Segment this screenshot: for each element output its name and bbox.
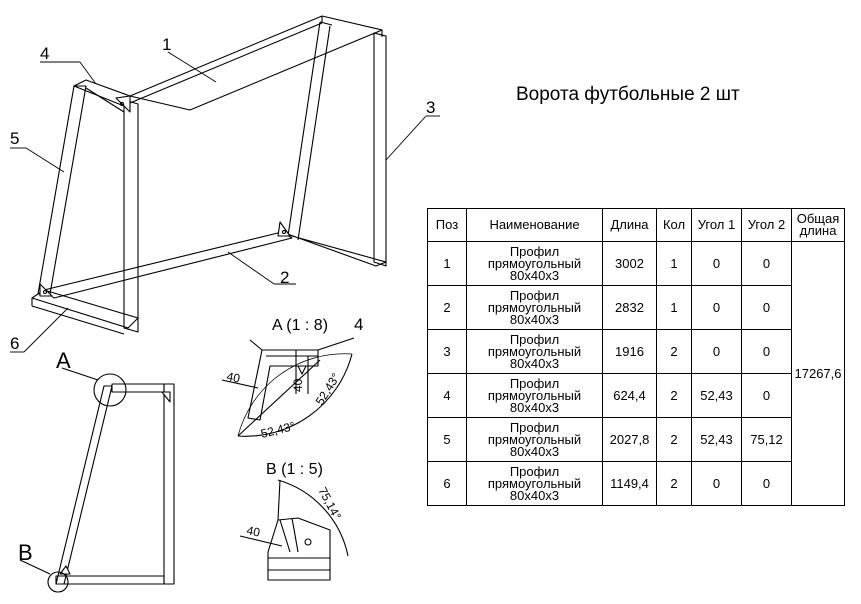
gusset-bottom-right <box>277 221 291 237</box>
gusset-bottom-left <box>39 283 53 297</box>
detail-b-header: B (1 : 5) <box>266 461 323 478</box>
header-angle-2: Угол 2 <box>741 208 792 242</box>
detail-a-part-number: 4 <box>354 315 363 334</box>
cell-name: Профил прямоугольный 80х40х3 <box>466 285 603 330</box>
cell-qty: 2 <box>656 417 692 462</box>
header-qty: Кол <box>656 208 692 242</box>
cell-angle-1: 52,43 <box>691 373 742 418</box>
parts-table: Поз Наименование Длина Кол Угол 1 Угол 2… <box>427 208 845 506</box>
crossbar-part-1 <box>129 15 383 111</box>
diagonal-leg-part-5-left <box>37 85 87 295</box>
detail-b-marker: B <box>18 540 33 565</box>
cell-angle-2: 0 <box>741 461 792 506</box>
detail-b-dim-width: 40 <box>245 523 261 540</box>
callout-2: 2 <box>280 268 289 287</box>
table-row: 3 Профил прямоугольный 80х40х3 1916 2 0 … <box>427 329 845 374</box>
cell-name: Профил прямоугольный 80х40х3 <box>466 461 603 506</box>
cell-qty: 1 <box>656 241 692 286</box>
cell-pos: 2 <box>427 285 467 330</box>
cell-qty: 2 <box>656 461 692 506</box>
cell-angle-2: 0 <box>741 373 792 418</box>
base-side-part-6-right <box>281 231 387 267</box>
cell-angle-2: 0 <box>741 241 792 286</box>
bottom-bar-part-2 <box>43 231 293 299</box>
goal-frame-isometric <box>31 15 387 335</box>
callout-5: 5 <box>10 129 19 148</box>
cell-pos: 1 <box>427 241 467 286</box>
cell-qty: 2 <box>656 329 692 374</box>
callout-leaders <box>10 51 440 353</box>
callout-3: 3 <box>426 98 435 117</box>
callout-6: 6 <box>10 334 19 353</box>
detail-a-marker-circle <box>93 373 127 407</box>
table-header-row: Поз Наименование Длина Кол Угол 1 Угол 2… <box>427 208 845 242</box>
cell-angle-1: 0 <box>691 329 742 374</box>
side-diagonal <box>55 385 113 585</box>
detail-b-profile <box>267 517 331 581</box>
table-row: 1 Профил прямоугольный 80х40х3 3002 1 0 … <box>427 241 845 506</box>
header-total-length: Общая длина <box>791 208 845 242</box>
detail-b-marker-circle <box>47 571 69 593</box>
detail-a-dim-height: 40 <box>291 378 305 392</box>
cell-pos: 4 <box>427 373 467 418</box>
front-post-left-part-3 <box>123 99 139 333</box>
side-top <box>111 383 165 393</box>
cell-qty: 1 <box>656 285 692 330</box>
table-row: 4 Профил прямоугольный 80х40х3 624,4 2 5… <box>427 373 845 418</box>
header-pos: Поз <box>427 208 467 242</box>
header-angle-1: Угол 1 <box>691 208 742 242</box>
callout-1: 1 <box>162 35 171 54</box>
table-row: 2 Профил прямоугольный 80х40х3 2832 1 0 … <box>427 285 845 330</box>
cell-pos: 3 <box>427 329 467 374</box>
detail-a <box>221 337 355 437</box>
side-post <box>163 383 175 585</box>
callout-labels: 1 2 3 4 5 6 <box>10 35 435 353</box>
drawing-title: Ворота футбольные 2 шт <box>516 84 740 105</box>
detail-a-marker: A <box>56 348 71 373</box>
callout-4: 4 <box>40 44 49 63</box>
cell-length: 624,4 <box>602 373 657 418</box>
cell-angle-1: 0 <box>691 461 742 506</box>
detail-a-angle-1: 52,43° <box>313 370 343 407</box>
cell-total-length: 17267,6 <box>791 241 845 506</box>
detail-a-header: A (1 : 8) <box>272 317 328 334</box>
front-post-right-part-3 <box>373 32 387 267</box>
cell-length: 2832 <box>602 285 657 330</box>
header-length: Длина <box>602 208 657 242</box>
cell-pos: 6 <box>427 461 467 506</box>
cell-angle-2: 0 <box>741 285 792 330</box>
side-base <box>55 575 165 585</box>
cell-length: 1916 <box>602 329 657 374</box>
header-name: Наименование <box>466 208 603 242</box>
cell-name: Профил прямоугольный 80х40х3 <box>466 329 603 374</box>
cell-length: 1149,4 <box>602 461 657 506</box>
cell-length: 2027,8 <box>602 417 657 462</box>
table-row: 6 Профил прямоугольный 80х40х3 1149,4 2 … <box>427 461 845 506</box>
cell-angle-1: 0 <box>691 241 742 286</box>
cell-name: Профил прямоугольный 80х40х3 <box>466 417 603 462</box>
cell-name: Профил прямоугольный 80х40х3 <box>466 373 603 418</box>
cell-name: Профил прямоугольный 80х40х3 <box>466 241 603 286</box>
table-row: 5 Профил прямоугольный 80х40х3 2027,8 2 … <box>427 417 845 462</box>
cell-angle-2: 0 <box>741 329 792 374</box>
cell-qty: 2 <box>656 373 692 418</box>
cell-angle-1: 0 <box>691 285 742 330</box>
cell-angle-1: 52,43 <box>691 417 742 462</box>
cell-length: 3002 <box>602 241 657 286</box>
cell-pos: 5 <box>427 417 467 462</box>
side-view <box>19 367 175 593</box>
detail-a-dim-width: 40 <box>225 369 241 386</box>
cell-angle-2: 75,12 <box>741 417 792 462</box>
detail-b-labels: B B (1 : 5) 40 75,14° <box>18 461 344 565</box>
detail-a-angle-2: 52,43° <box>259 419 296 441</box>
detail-b <box>239 479 349 581</box>
detail-a-labels: A A (1 : 8) 4 40 40 52,43° 52,43° <box>56 315 363 441</box>
